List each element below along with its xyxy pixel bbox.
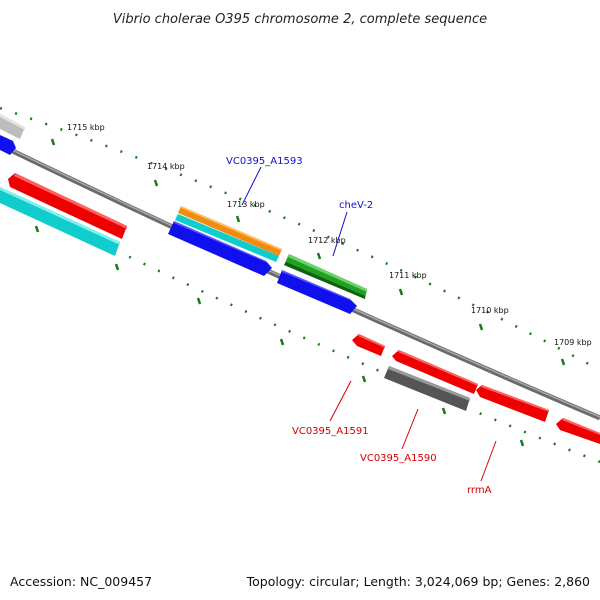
gene-feature-chev-2[interactable] (284, 254, 367, 299)
gene-feature-vc0395-a1593[interactable] (178, 206, 282, 256)
major-ticks (34, 138, 566, 447)
gene-feature-vc0395-a1591[interactable] (352, 334, 385, 356)
gene-label-chev-2[interactable]: cheV-2 (339, 200, 373, 211)
tick-mark (441, 407, 447, 415)
gene-feature-vc0395-a1590[interactable] (384, 366, 470, 411)
gene-feature-red-right-1[interactable] (392, 350, 478, 394)
gene-feature-blue-right[interactable] (277, 270, 357, 314)
tick-mark (361, 375, 367, 383)
outer-tick-ring (0, 106, 600, 372)
map-title: Vibrio cholerae O395 chromosome 2, compl… (113, 12, 487, 27)
scale-label-1713: 1713 kbp (227, 200, 265, 209)
leader-vc0395-a1590 (401, 408, 419, 450)
accession-text: Accession: NC_009457 (10, 574, 152, 589)
scale-label-1709: 1709 kbp (554, 338, 592, 347)
tick-mark (316, 252, 322, 260)
gene-feature-rrma[interactable] (476, 385, 549, 422)
gene-label-rrma[interactable]: rrmA (467, 485, 492, 496)
tick-mark (153, 179, 159, 187)
scale-label-1712: 1712 kbp (308, 236, 346, 245)
tick-mark (34, 225, 40, 233)
tick-mark (478, 323, 484, 331)
gene-label-vc0395-a1593[interactable]: VC0395_A1593 (226, 156, 303, 167)
gene-feature-grey-top-left[interactable] (0, 114, 25, 139)
scale-label-1714: 1714 kbp (147, 162, 185, 171)
tick-mark (560, 358, 566, 366)
tick-mark (114, 263, 120, 271)
leader-chev-2 (332, 211, 348, 257)
tick-mark (398, 288, 404, 296)
gene-feature-cyan-left[interactable] (0, 187, 120, 256)
gene-feature-blue-mid[interactable] (168, 221, 272, 276)
summary-text: Topology: circular; Length: 3,024,069 bp… (246, 574, 590, 589)
tick-mark (235, 215, 241, 223)
leader-vc0395-a1593 (241, 166, 262, 206)
leader-rrma (480, 440, 497, 482)
leader-lines (241, 166, 497, 482)
gene-feature-red-left[interactable] (8, 173, 127, 239)
scale-label-1715: 1715 kbp (67, 123, 105, 132)
gene-feature-cyan-mid[interactable] (175, 214, 279, 262)
gene-label-vc0395-a1590[interactable]: VC0395_A1590 (360, 453, 437, 464)
tick-mark (519, 439, 525, 447)
gene-label-vc0395-a1591[interactable]: VC0395_A1591 (292, 426, 369, 437)
scale-label-1711: 1711 kbp (389, 271, 427, 280)
tick-mark (50, 138, 56, 146)
gene-feature-red-far-right[interactable] (556, 418, 600, 444)
gene-feature-blue-left[interactable] (0, 135, 16, 155)
tick-mark (279, 338, 285, 346)
tick-mark (196, 297, 202, 305)
leader-vc0395-a1591 (329, 380, 352, 422)
scale-label-1710: 1710 kbp (471, 306, 509, 315)
